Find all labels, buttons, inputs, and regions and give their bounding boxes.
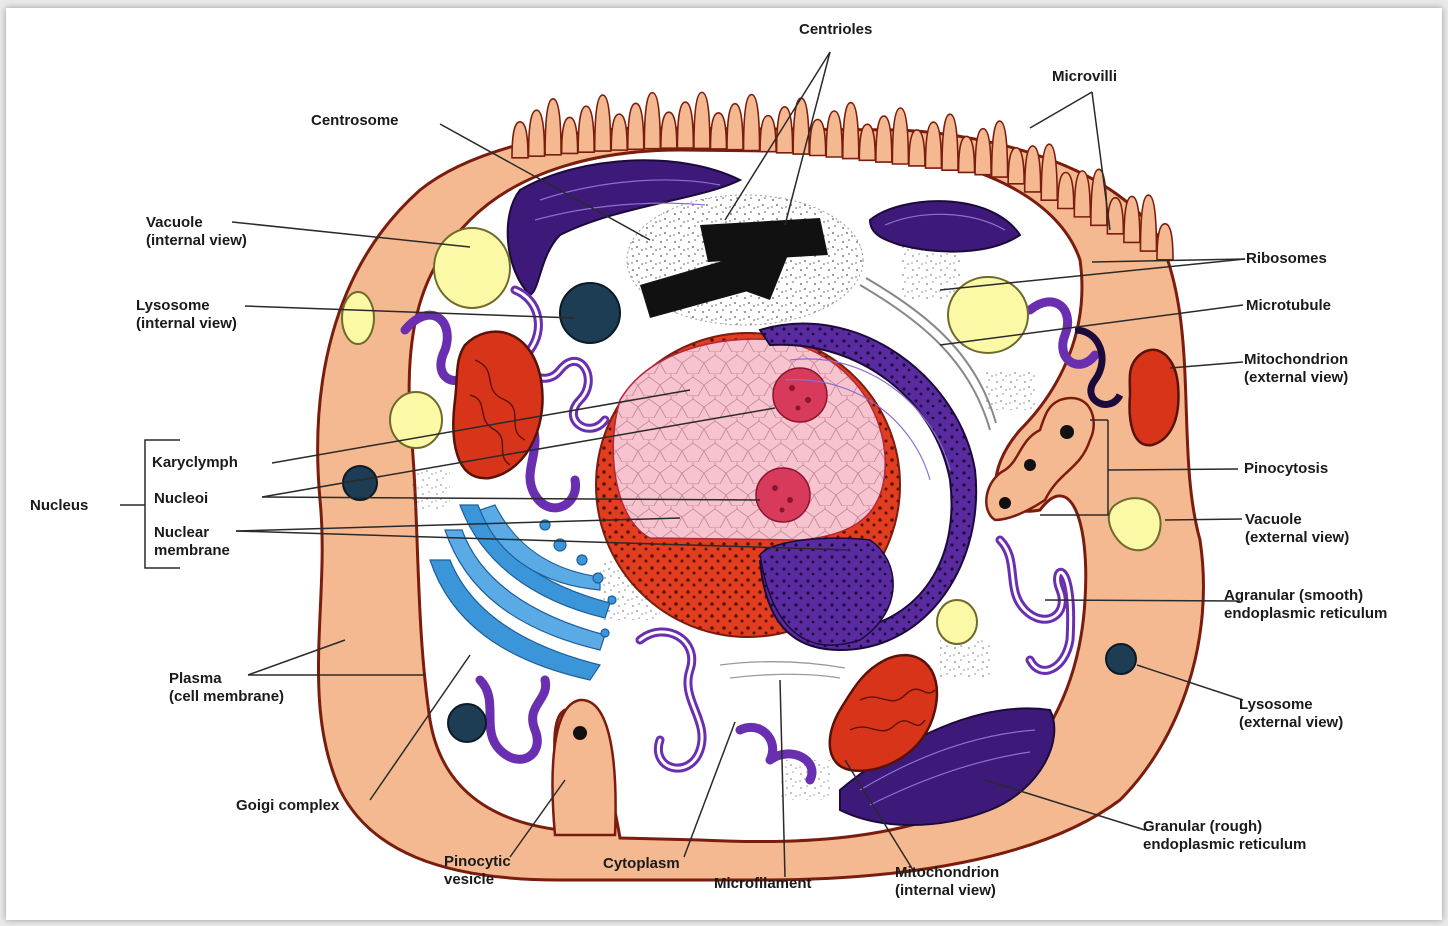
microvillus	[925, 122, 941, 168]
microvillus	[562, 117, 578, 153]
microvillus	[777, 107, 793, 153]
label-karyolymph: Karyclymph	[152, 454, 238, 472]
microvillus	[975, 129, 991, 175]
microvillus	[1025, 146, 1041, 192]
microvillus	[694, 92, 710, 148]
microvillus	[512, 122, 528, 158]
mitochondrion-external	[1130, 350, 1179, 445]
centrosome	[627, 195, 863, 325]
label-microfilament: Microfilament	[714, 875, 812, 893]
label-vacuole-internal: Vacuole(internal view)	[146, 214, 247, 250]
microvillus	[1140, 195, 1156, 251]
label-agranular-er: Agranular (smooth)endoplasmic reticulum	[1224, 587, 1387, 623]
microvillus	[859, 124, 875, 160]
label-mitochondrion-external: Mitochondrion(external view)	[1244, 351, 1348, 387]
microvillus	[876, 116, 892, 162]
microvillus	[677, 102, 693, 148]
microvillus	[959, 136, 975, 172]
label-mitochondrion-internal: Mitochondrion(internal view)	[895, 864, 999, 900]
label-granular-er: Granular (rough)endoplasmic reticulum	[1143, 818, 1306, 854]
microvillus	[1008, 148, 1024, 184]
microvillus	[1124, 196, 1140, 242]
microvillus	[992, 121, 1008, 177]
microvillus	[760, 116, 776, 152]
microvillus	[1041, 144, 1057, 200]
microvillus	[644, 93, 660, 149]
microvillus	[1091, 169, 1107, 225]
label-lysosome-external: Lysosome(external view)	[1239, 696, 1343, 732]
label-nucleoli: Nucleoi	[154, 490, 208, 508]
label-nucleus: Nucleus	[30, 497, 88, 515]
label-ribosomes: Ribosomes	[1246, 250, 1327, 268]
microvillus	[1074, 171, 1090, 217]
microvillus	[710, 113, 726, 149]
microvillus	[578, 106, 594, 152]
label-centrioles: Centrioles	[799, 21, 872, 39]
microvillus	[727, 104, 743, 150]
label-plasma: Plasma(cell membrane)	[169, 670, 284, 706]
microvillus	[628, 103, 644, 149]
label-microvilli: Microvilli	[1052, 68, 1117, 86]
microvillus	[892, 108, 908, 164]
label-vacuole-external: Vacuole(external view)	[1245, 511, 1349, 547]
microvillus	[810, 119, 826, 155]
label-golgi: Goigi complex	[236, 797, 339, 815]
label-microtubule: Microtubule	[1246, 297, 1331, 315]
microvillus	[1157, 224, 1173, 260]
microvillus	[595, 95, 611, 151]
label-lysosome-internal: Lysosome(internal view)	[136, 297, 237, 333]
microvillus	[942, 114, 958, 170]
microvillus	[661, 112, 677, 148]
label-pinocytosis: Pinocytosis	[1244, 460, 1328, 478]
diagram-frame: Centrioles Microvilli Centrosome Vacuole…	[6, 8, 1442, 920]
microvillus	[744, 95, 760, 151]
microvillus	[529, 110, 545, 156]
microvillus	[843, 103, 859, 159]
microvillus	[826, 111, 842, 157]
microvillus	[545, 99, 561, 155]
microvillus	[909, 130, 925, 166]
label-centrosome: Centrosome	[311, 112, 399, 130]
microvillus	[611, 114, 627, 150]
microvillus	[1058, 172, 1074, 208]
label-cytoplasm: Cytoplasm	[603, 855, 680, 873]
